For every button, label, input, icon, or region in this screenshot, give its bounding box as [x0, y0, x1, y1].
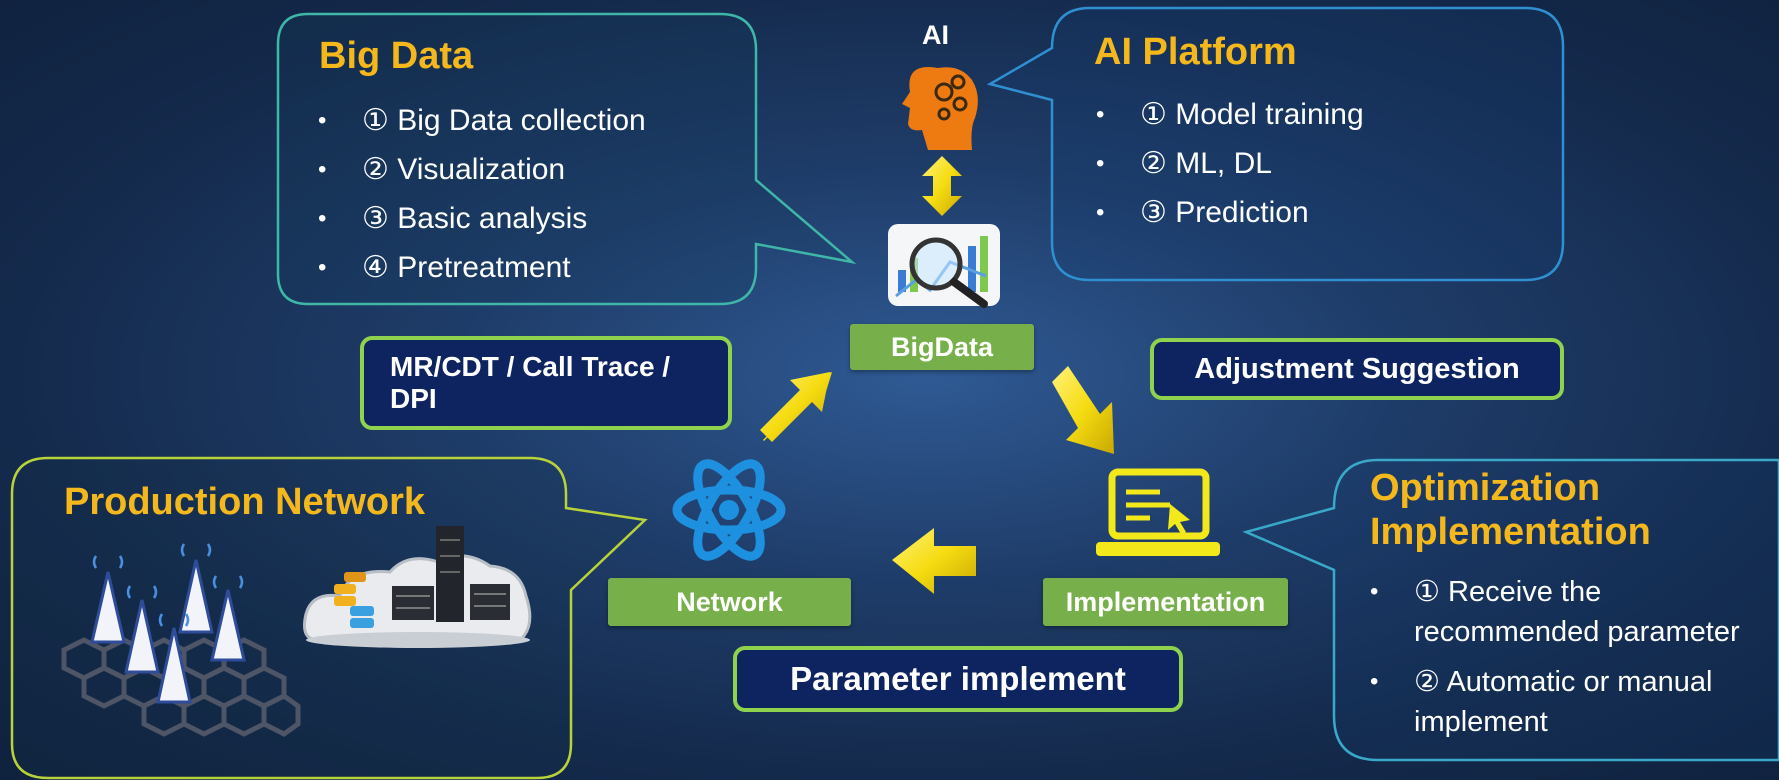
list-item: ② Automatic or manual implement [1370, 662, 1740, 742]
magnifier-chart-icon [888, 224, 1000, 308]
list-item: ③ Basic analysis [318, 194, 646, 243]
optimization-panel-title: Optimization Implementation [1370, 466, 1651, 554]
ai-bigdata-double-arrow [922, 156, 962, 216]
ai-label: AI [922, 20, 949, 50]
list-item-line2: recommended parameter [1414, 616, 1740, 648]
input-data-box: MR/CDT / Call Trace / DPI [360, 336, 732, 430]
implementation-node-label: Implementation [1043, 578, 1288, 626]
production-panel-title: Production Network [64, 481, 426, 523]
list-item: ① Big Data collection [318, 96, 646, 145]
bigdata-panel-list: ① Big Data collection ② Visualization ③ … [318, 96, 646, 292]
optimization-panel-list: ① Receive the recommended parameter ② Au… [1370, 572, 1740, 742]
arrow-to-implementation [1052, 366, 1114, 454]
input-data-line2: DPI [390, 383, 437, 414]
optimization-title-line2: Implementation [1370, 511, 1651, 553]
ai-panel-list: ① Model training ② ML, DL ③ Prediction [1096, 90, 1364, 237]
arrow-to-network [892, 528, 976, 594]
list-item: ② ML, DL [1096, 139, 1364, 188]
optimization-title-line1: Optimization [1370, 467, 1601, 509]
input-data-line1: MR/CDT / Call Trace / [390, 351, 671, 382]
ai-panel-title: AI Platform [1094, 31, 1297, 73]
list-item-line1: ① Receive the [1414, 576, 1602, 608]
atom-icon [672, 459, 786, 561]
ai-head-icon [902, 67, 978, 150]
parameter-implement-box: Parameter implement [733, 646, 1183, 712]
list-item-line2: implement [1414, 706, 1548, 738]
list-item-line1: ② Automatic or manual [1414, 666, 1713, 698]
list-item: ① Model training [1096, 90, 1364, 139]
list-item: ③ Prediction [1096, 188, 1364, 237]
list-item: ② Visualization [318, 145, 646, 194]
server-cloud-icon [303, 526, 532, 648]
list-item: ④ Pretreatment [318, 243, 646, 292]
cell-tower-icon [61, 543, 301, 737]
bigdata-node-label: BigData [850, 324, 1034, 370]
list-item: ① Receive the recommended parameter [1370, 572, 1740, 652]
adjustment-suggestion-box: Adjustment Suggestion [1150, 338, 1564, 400]
arrow-to-bigdata-body [760, 372, 830, 442]
laptop-icon [1096, 468, 1220, 556]
network-node-label: Network [608, 578, 851, 626]
bigdata-panel-title: Big Data [319, 35, 474, 77]
